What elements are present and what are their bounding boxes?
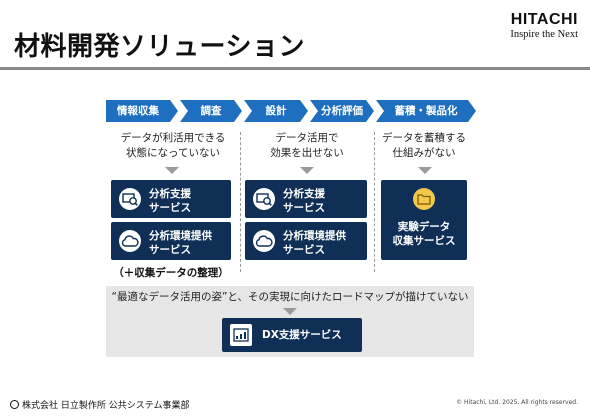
dx-support-service-box: DX支援サービス	[222, 318, 362, 352]
cloud-icon	[119, 230, 141, 252]
bottom-issue-note: “最適なデータ活用の姿”と、その実現に向けたロードマップが描けていない	[111, 291, 469, 303]
stage-label: 設計	[265, 105, 287, 117]
chevron-shape	[244, 100, 308, 122]
service-label: サービス	[149, 202, 191, 214]
down-arrow-icon	[418, 167, 432, 174]
issue-line: 効果を出せない	[270, 147, 344, 159]
page-title: 材料開発ソリューション	[14, 32, 305, 62]
collected-data-note: （＋収集データの整理）	[113, 267, 229, 279]
chevron-shape	[106, 100, 178, 122]
down-arrow-icon	[165, 167, 179, 174]
service-label: サービス	[283, 202, 325, 214]
chevron-shape	[310, 100, 374, 122]
footer-copyright: © Hitachi, Ltd. 2025. All rights reserve…	[456, 399, 578, 406]
issue-line: 状態になっていない	[126, 147, 220, 159]
service-label: DX支援サービス	[262, 329, 342, 341]
analysis-support-service-box: 分析支援サービス	[245, 180, 367, 218]
service-label: 分析環境提供	[283, 230, 346, 242]
stage-chevron-4: 分析評価	[310, 100, 374, 122]
experiment-data-service-box: 実験データ収集サービス	[381, 180, 467, 260]
issue-line: データを蓄積する	[382, 132, 466, 144]
issue-note-3: データを蓄積する 仕組みがない	[378, 131, 470, 161]
footer-company: 株式会社 日立製作所 公共システム事業部	[10, 398, 189, 411]
down-arrow-icon	[283, 308, 297, 315]
dashboard-icon	[230, 324, 252, 346]
stage-label: 調査	[200, 105, 222, 117]
service-label: 分析環境提供	[149, 230, 212, 242]
cloud-icon	[253, 230, 275, 252]
issue-line: データが利活用できる	[120, 132, 226, 144]
hitachi-mark-icon	[10, 400, 19, 409]
column-divider	[240, 132, 241, 272]
title-divider	[0, 67, 590, 70]
stage-label: 分析評価	[321, 105, 363, 117]
analysis-environment-service-box: 分析環境提供サービス	[111, 222, 231, 260]
brand-logo: HITACHI Inspire the Next	[510, 12, 578, 41]
service-label: 分析支援	[149, 188, 191, 200]
service-label: 実験データ	[397, 221, 451, 233]
service-label: 分析支援	[283, 188, 325, 200]
chevron-shape	[180, 100, 242, 122]
issue-line: データ活用で	[275, 132, 339, 144]
column-divider	[374, 132, 375, 272]
issue-line: 仕組みがない	[392, 147, 456, 159]
chevron-shape	[376, 100, 476, 122]
down-arrow-icon	[300, 167, 314, 174]
analyst-icon	[253, 188, 275, 210]
stage-chevron-5: 蓄積・製品化	[376, 100, 476, 122]
issue-note-2: データ活用で 効果を出せない	[244, 131, 370, 161]
service-label: サービス	[149, 244, 191, 256]
stage-chevron-1: 情報収集	[106, 100, 178, 122]
stage-chevron-3: 設計	[244, 100, 308, 122]
stage-chevron-2: 調査	[180, 100, 242, 122]
analysis-support-service-box: 分析支援サービス	[111, 180, 231, 218]
issue-note-1: データが利活用できる 状態になっていない	[110, 131, 236, 161]
analysis-environment-service-box: 分析環境提供サービス	[245, 222, 367, 260]
stage-label: 情報収集	[117, 105, 159, 117]
folder-icon	[413, 188, 435, 210]
service-label: サービス	[283, 244, 325, 256]
service-label: 収集サービス	[392, 235, 456, 247]
analyst-icon	[119, 188, 141, 210]
stage-label: 蓄積・製品化	[394, 105, 458, 117]
brand-tagline: Inspire the Next	[510, 29, 578, 40]
company-name: 株式会社 日立製作所 公共システム事業部	[22, 401, 190, 411]
brand-name: HITACHI	[510, 11, 578, 28]
